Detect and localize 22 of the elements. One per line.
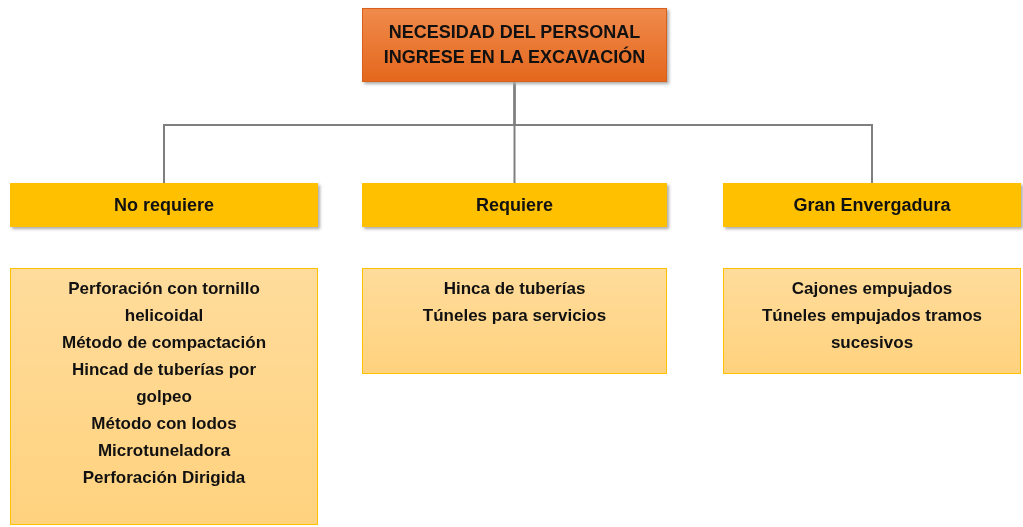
method-item: Perforación Dirigida: [82, 467, 246, 489]
title-text: NECESIDAD DEL PERSONAL INGRESE EN LA EXCAVACIÓN: [382, 21, 647, 69]
category-label: Gran Envergadura: [793, 194, 951, 216]
category-box: [723, 183, 1021, 227]
method-item: Cajones empujados: [791, 278, 953, 300]
method-item: Túneles empujados tramos sucesivos: [760, 305, 984, 354]
method-item: Método con lodos: [91, 413, 237, 435]
method-item: Microtuneladora: [97, 440, 231, 462]
method-list-box: [362, 268, 667, 374]
method-item: Perforación con tornillo helicoidal: [67, 278, 261, 327]
category-label: No requiere: [114, 194, 214, 216]
method-item: Hincad de tuberías por golpeo: [70, 359, 258, 408]
category-box: [362, 183, 667, 227]
category-label: Requiere: [476, 194, 553, 216]
connector-line: [513, 81, 873, 184]
method-list-box: [723, 268, 1021, 374]
category-box: [10, 183, 318, 227]
method-item: Hinca de tuberías: [443, 278, 586, 300]
method-item: Método de compactación: [62, 332, 266, 354]
method-list-box: [10, 268, 318, 525]
title-box: [362, 8, 667, 82]
method-item: Túneles para servicios: [422, 305, 607, 327]
